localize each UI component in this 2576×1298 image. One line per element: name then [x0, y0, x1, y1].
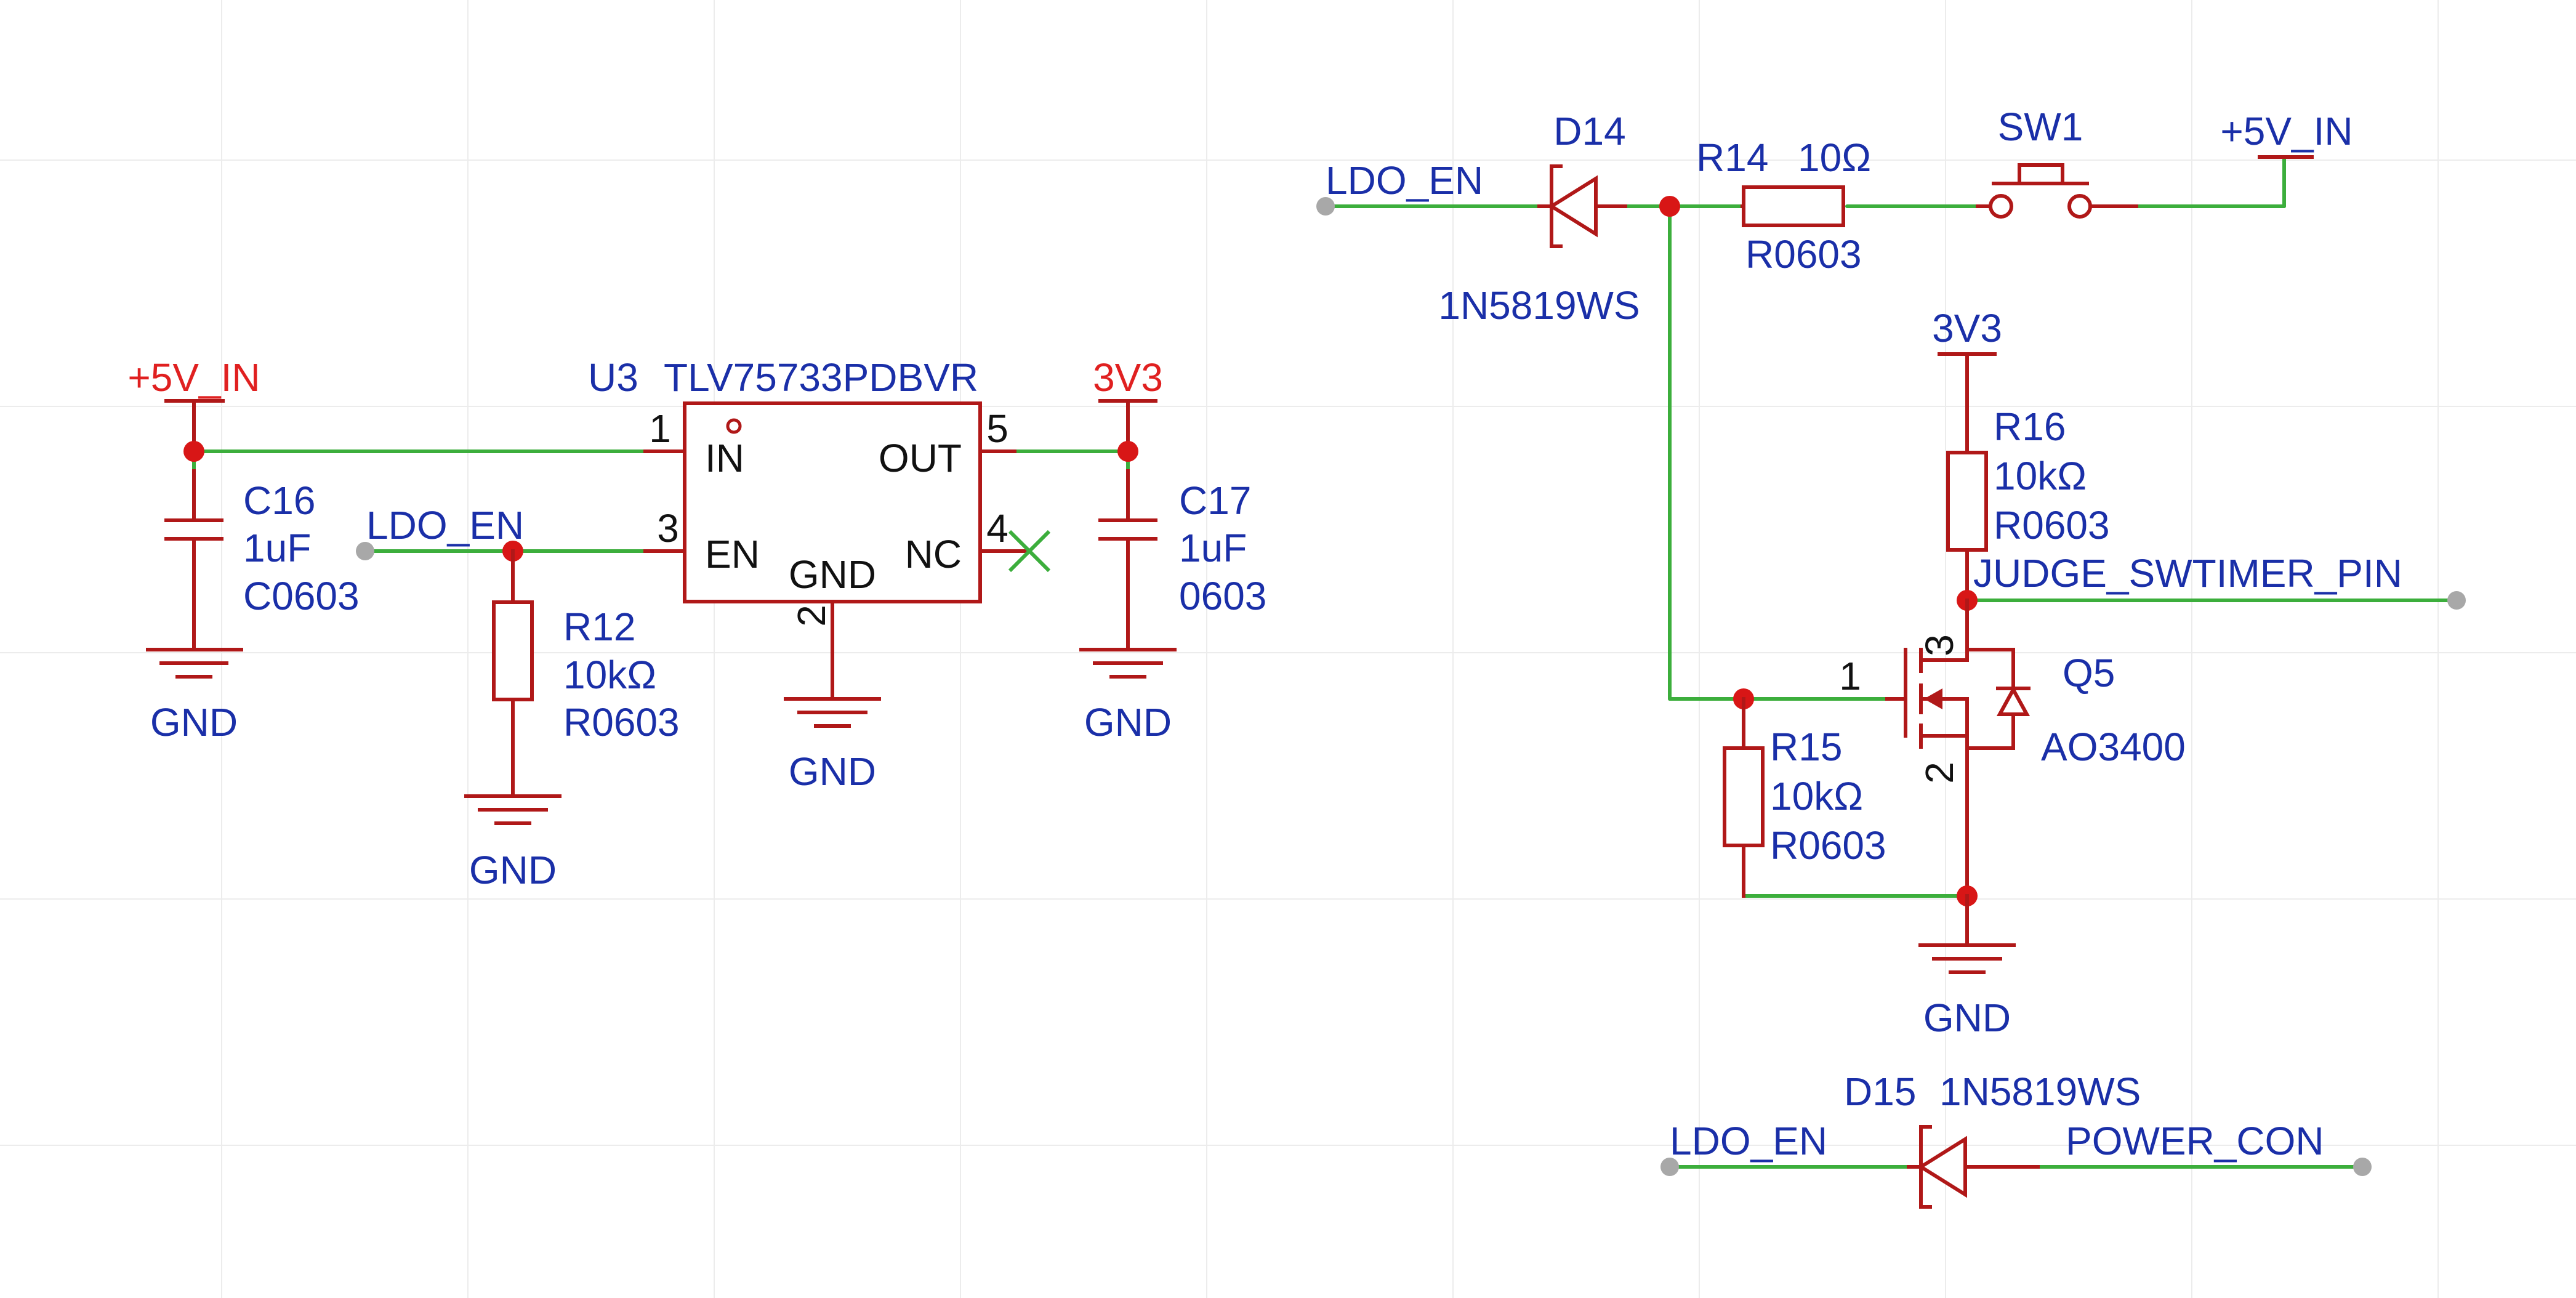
r16-designator: R16 — [1994, 405, 2066, 449]
c17-designator: C17 — [1179, 478, 1251, 523]
u3-pin-number-in: 1 — [649, 406, 671, 451]
q5-part-number: AO3400 — [2041, 725, 2186, 769]
switch-wires — [1324, 155, 2455, 1169]
u3-part-number: TLV75733PDBVR — [664, 355, 978, 400]
u3-pin-name-in: IN — [705, 436, 744, 480]
u3-pin-name-gnd: GND — [789, 552, 876, 597]
u3-pin-number-gnd: 2 — [789, 605, 834, 627]
r15-designator: R15 — [1770, 725, 1842, 769]
r12-designator: R12 — [563, 605, 635, 649]
u3-pin-name-en: EN — [705, 532, 760, 576]
q5-pin-drain: 3 — [1917, 634, 1962, 656]
junction-5v-in-left — [183, 441, 204, 462]
gnd-label-r12: GND — [469, 848, 557, 892]
ground-symbol-q5: GND — [1918, 894, 2016, 1040]
junction-3v3-ldo — [1117, 441, 1138, 462]
net-label-3v3-ldo: 3V3 — [1093, 355, 1163, 400]
c16-value: 1uF — [243, 526, 311, 570]
d15-part-number: 1N5819WS — [1939, 1070, 2141, 1114]
q5-pin-source: 2 — [1917, 762, 1962, 784]
diode-d14: D14 1N5819WS — [1438, 109, 1640, 328]
u3-pin-number-out: 5 — [986, 406, 1008, 451]
ground-symbol-u3: GND — [784, 697, 881, 794]
u3-pin-number-nc: 4 — [986, 506, 1008, 550]
power-port-5v-in-left: +5V_IN — [127, 355, 260, 453]
sw1-designator: SW1 — [1998, 105, 2083, 149]
ldo-en-left-text: LDO_EN — [366, 503, 524, 547]
net-endpoint-judge-swtimer — [2447, 591, 2466, 610]
mosfet-q5: 1 3 2 Q5 AO3400 — [1839, 599, 2186, 898]
power-con-text: POWER_CON — [2066, 1119, 2324, 1163]
net-label-5v-in-left: +5V_IN — [127, 355, 260, 400]
c17-footprint: 0603 — [1179, 574, 1266, 618]
net-label-ldo-en-bottom: LDO_EN — [1660, 1119, 1827, 1176]
power-port-3v3-ldo: 3V3 — [1093, 355, 1163, 453]
resistor-r12: R12 10kΩ R0603 — [492, 549, 680, 798]
r12-footprint: R0603 — [563, 700, 680, 744]
net-endpoint-power-con — [2353, 1158, 2372, 1176]
r14-designator: R14 — [1696, 135, 1768, 180]
pushbutton-sw1: SW1 — [1976, 105, 2138, 219]
net-label-ldo-en-top: LDO_EN — [1316, 158, 1483, 216]
resistor-r15: R15 10kΩ R0603 — [1723, 697, 1886, 898]
gnd-label-q5: GND — [1923, 996, 2011, 1040]
net-endpoint-ldo-en-bottom — [1660, 1158, 1679, 1176]
d14-designator: D14 — [1553, 109, 1625, 153]
capacitor-c16: C16 1uF C0603 — [164, 469, 360, 651]
net-endpoint-ldo-en-top — [1316, 197, 1335, 216]
power-port-5v-in-right: +5V_IN — [2220, 109, 2353, 159]
ground-symbol-c17: GND — [1079, 648, 1177, 744]
net-label-judge-swtimer: JUDGE_SWTIMER_PIN — [1973, 551, 2466, 610]
net-endpoint-ldo-en-left — [356, 542, 374, 560]
resistor-r14: R14 10Ω R0603 — [1696, 135, 1871, 276]
ldo-en-bottom-text: LDO_EN — [1670, 1119, 1827, 1163]
r16-value: 10kΩ — [1994, 454, 2087, 498]
c16-footprint: C0603 — [243, 574, 360, 618]
net-label-5v-in-right: +5V_IN — [2220, 109, 2353, 153]
r12-value: 10kΩ — [563, 653, 656, 697]
r15-value: 10kΩ — [1770, 774, 1863, 818]
gnd-label-u3: GND — [789, 749, 876, 794]
pin1-marker-icon — [726, 418, 742, 434]
ldo-en-top-text: LDO_EN — [1326, 158, 1483, 203]
d14-part-number: 1N5819WS — [1438, 283, 1640, 328]
capacitor-c17: C17 1uF 0603 — [1098, 469, 1266, 651]
gnd-label-c17: GND — [1084, 700, 1172, 744]
net-label-3v3-r16: 3V3 — [1932, 306, 2002, 350]
r16-footprint: R0603 — [1994, 503, 2110, 547]
r14-footprint: R0603 — [1745, 232, 1862, 276]
gnd-label-c16: GND — [150, 700, 238, 744]
c16-designator: C16 — [243, 478, 315, 523]
r15-footprint: R0603 — [1770, 823, 1886, 868]
resistor-r16: R16 10kΩ R0603 — [1946, 405, 2110, 602]
q5-designator: Q5 — [2063, 651, 2115, 695]
ground-symbol-r12: GND — [464, 794, 561, 892]
ic-u3-ldo: U3 TLV75733PDBVR 1 IN 3 EN 5 OUT 4 NC GN… — [588, 355, 1031, 701]
c17-value: 1uF — [1179, 526, 1247, 570]
net-label-power-con: POWER_CON — [2066, 1119, 2372, 1176]
ground-symbol-c16: GND — [146, 648, 243, 744]
power-port-3v3-r16: 3V3 — [1932, 306, 2002, 454]
u3-pin-number-en: 3 — [657, 506, 679, 550]
mosfet-arrow-icon — [1924, 688, 1942, 709]
u3-pin-name-nc: NC — [905, 532, 962, 576]
net-label-ldo-en-left: LDO_EN — [356, 503, 524, 560]
junction-d14-cathode — [1659, 196, 1680, 217]
r14-value: 10Ω — [1798, 135, 1871, 180]
u3-designator: U3 — [588, 355, 638, 400]
no-connect-marker-icon — [1008, 530, 1051, 573]
d15-designator: D15 — [1844, 1070, 1916, 1114]
judge-swtimer-text: JUDGE_SWTIMER_PIN — [1973, 551, 2402, 595]
q5-pin-gate: 1 — [1839, 654, 1861, 698]
u3-pin-name-out: OUT — [879, 436, 962, 480]
diode-d15: D15 1N5819WS — [1844, 1070, 2141, 1209]
